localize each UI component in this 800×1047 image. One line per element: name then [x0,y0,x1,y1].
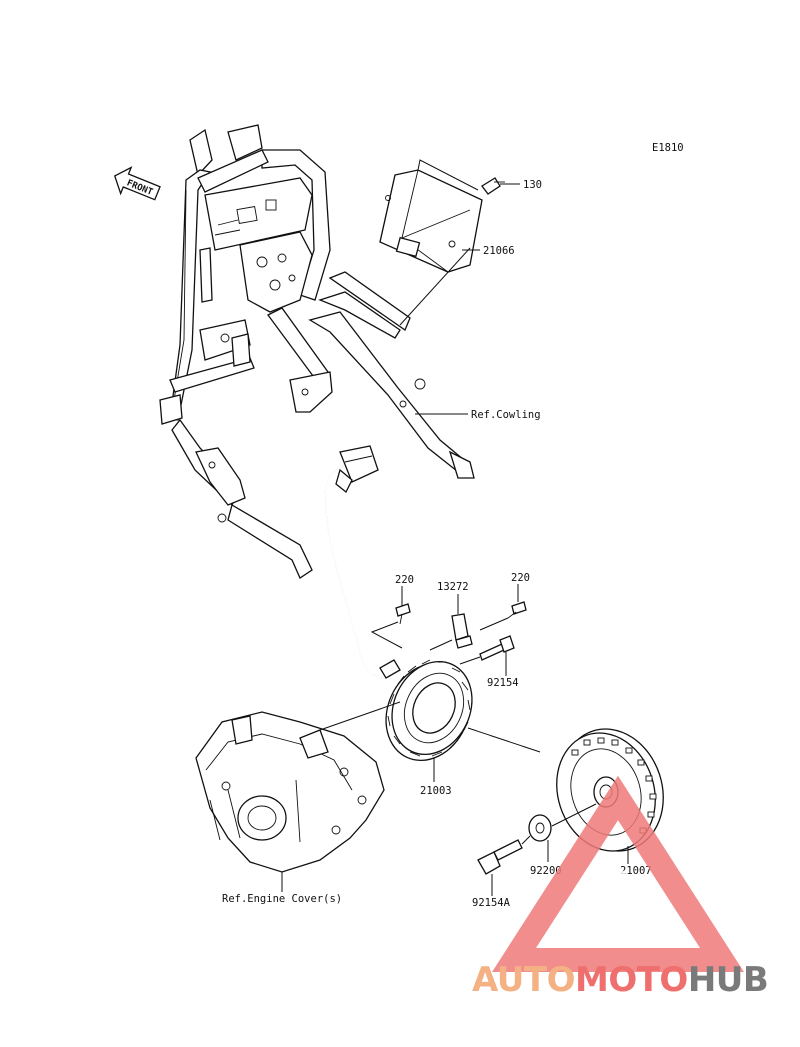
label-220-left: 220 [395,574,414,586]
screw-220-left [395,603,411,625]
label-220-right: 220 [511,572,530,584]
label-21003: 21003 [420,785,452,797]
label-21007: 21007 [620,865,652,877]
label-13272: 13272 [437,581,469,593]
stator-21003 [379,659,473,762]
screw-220-right [507,601,527,619]
bolt-92154 [479,635,515,661]
label-92154: 92154 [487,677,519,689]
engine-cover [195,711,385,873]
label-130: 130 [523,179,542,191]
watermark-part-auto: AUTO [472,960,575,1000]
front-subframe [159,124,475,579]
label-21066: 21066 [483,245,515,257]
label-92154a: 92154A [472,897,511,909]
watermark-part-hub: HUB [687,960,769,1000]
bracket-13272 [451,613,473,649]
front-arrow-icon: FRONT [113,166,161,201]
stator-wire-harness [324,445,389,678]
label-92200: 92200 [530,865,562,877]
label-ref-cowling: Ref.Cowling [471,409,541,421]
watermark-part-moto: MOTO [574,960,688,1000]
watermark-logo-icon [492,775,744,972]
label-ref-engine-cover: Ref.Engine Cover(s) [222,893,342,905]
regulator-unit [379,159,483,326]
bolt-92154a [477,839,523,875]
diagram-code: E1810 [652,142,684,154]
washer-92200 [528,814,552,842]
watermark-brand: AUTOMOTOHUB [472,960,800,1000]
bolt-130 [481,177,505,195]
